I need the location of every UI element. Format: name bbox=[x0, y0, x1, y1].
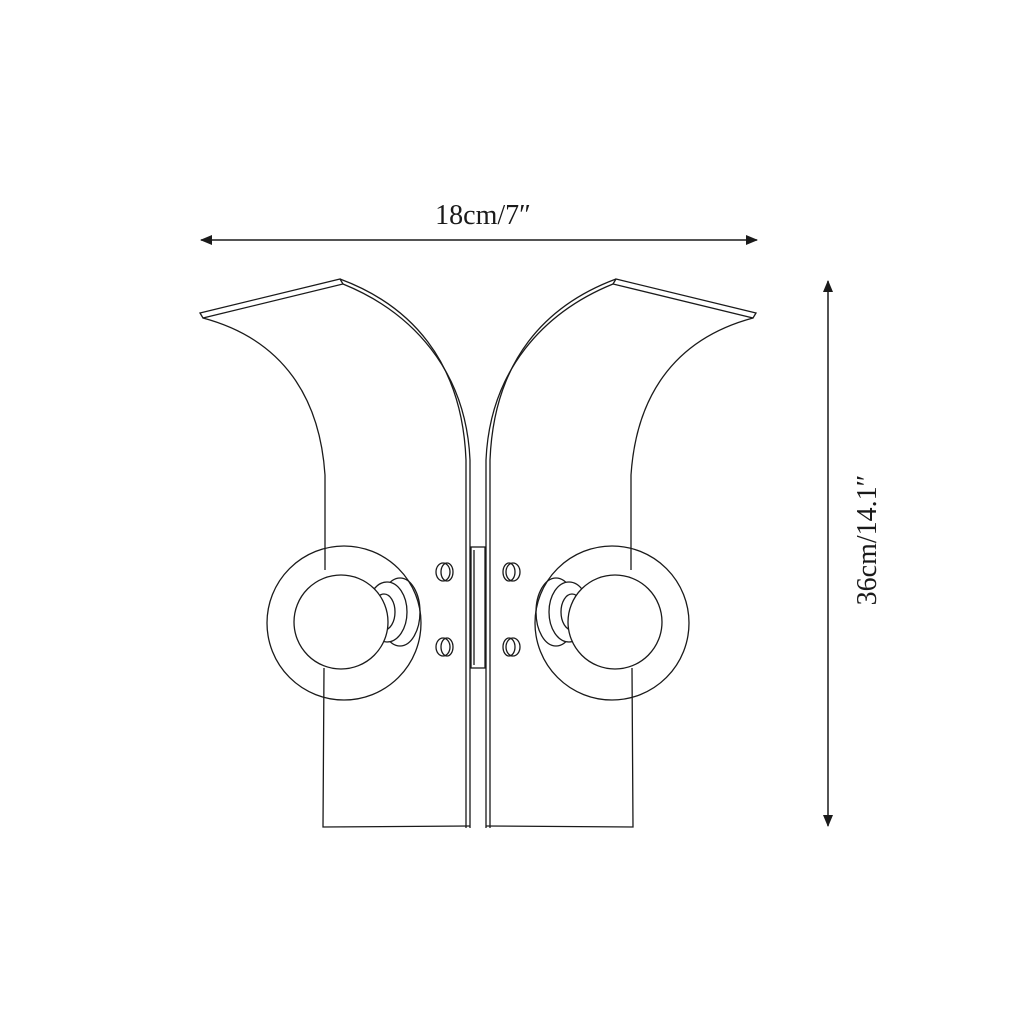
width-label: 18cm/7″ bbox=[435, 200, 531, 231]
left-arm bbox=[199, 278, 471, 829]
height-label: 36cm/14.1″ bbox=[852, 475, 883, 606]
right-arm bbox=[485, 278, 757, 829]
hinge-plate bbox=[470, 546, 486, 669]
